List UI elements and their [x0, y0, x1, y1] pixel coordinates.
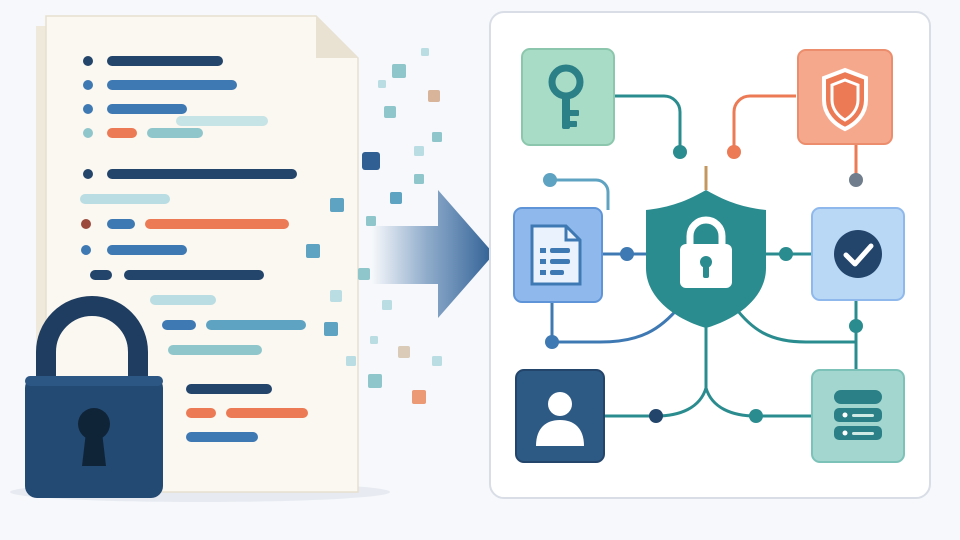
padlock-icon	[25, 296, 163, 498]
connectors	[550, 94, 858, 418]
right-arrow-icon	[372, 190, 494, 318]
connector-dots	[543, 145, 863, 423]
code-lines	[80, 56, 308, 442]
data-particles	[306, 48, 442, 404]
key-node	[521, 48, 615, 146]
user-node	[515, 369, 605, 463]
database-node	[811, 369, 905, 463]
checkmark-icon	[834, 230, 882, 278]
user-icon	[536, 392, 584, 446]
shield-icon	[822, 67, 868, 132]
security-shield-node	[797, 49, 893, 145]
database-icon	[834, 390, 882, 440]
document-node	[513, 207, 603, 303]
key-icon	[548, 64, 584, 129]
verified-node	[811, 207, 905, 301]
document-icon	[530, 224, 582, 286]
shield-lock-icon	[646, 190, 766, 328]
